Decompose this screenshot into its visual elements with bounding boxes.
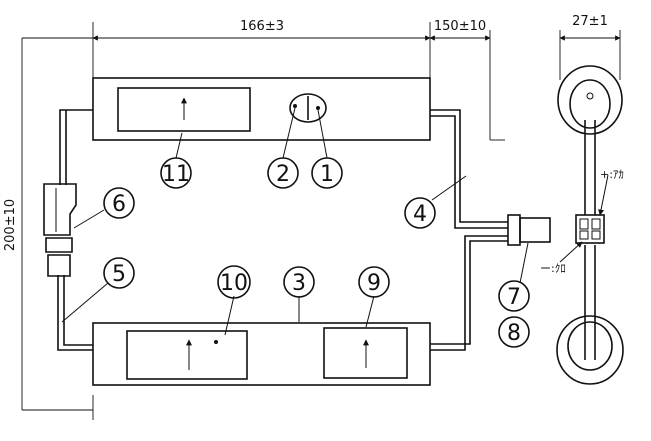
inline-fuse-holder [43, 183, 77, 277]
callout-4: 4 [413, 202, 427, 227]
plus-label: +:ｱｶ [600, 168, 624, 181]
connector [507, 214, 551, 246]
side-view: 27±1 +:ｱｶ ー:ｸﾛ [540, 14, 624, 385]
dim-thickness-label: 27±1 [572, 14, 608, 29]
dim-right-label: 150±10 [434, 19, 486, 34]
wiring [57, 109, 508, 351]
callout-2: 2 [276, 162, 290, 187]
minus-label: ー:ｸﾛ [540, 262, 566, 275]
dim-vertical-label: 200±10 [3, 199, 18, 251]
callout-8: 8 [507, 321, 521, 346]
callout-9: 9 [367, 271, 381, 296]
callout-6: 6 [112, 192, 126, 217]
dim-right: 150±10 [429, 19, 505, 141]
callout-3: 3 [292, 271, 306, 296]
callouts: 11 2 1 6 4 5 10 3 9 7 [61, 107, 530, 348]
callout-5: 5 [112, 262, 126, 287]
callout-10: 10 [220, 271, 248, 296]
dim-top-label: 166±3 [240, 19, 284, 34]
bottom-panel [92, 322, 431, 386]
callout-7: 7 [507, 285, 521, 310]
dim-top: 166±3 [92, 19, 431, 78]
callout-1: 1 [320, 162, 334, 187]
callout-11: 11 [162, 162, 190, 187]
dim-vertical: 200±10 [3, 37, 94, 420]
top-panel [92, 77, 431, 141]
